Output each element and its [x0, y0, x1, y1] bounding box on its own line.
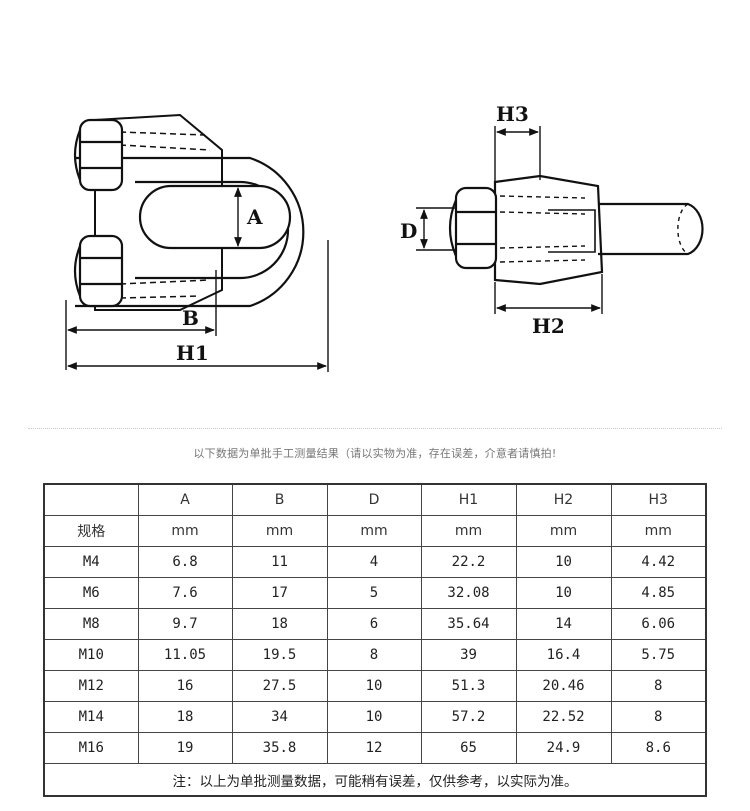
spec-cell: M12 [43, 670, 139, 702]
value-cell-h2: 14 [515, 608, 612, 640]
spec-table: A B D H1 H2 H3 规格 mm mm mm mm mm mm M4 6… [43, 483, 707, 797]
unit-cell: mm [515, 515, 612, 547]
measurement-note: 以下数据为单批手工测量结果（请以实物为准，存在误差，介意者请慎拍! [193, 447, 557, 460]
table-footnote-row: 注：以上为单批测量数据，可能稍有误差，仅供参考，以实际为准。 [43, 763, 707, 797]
table-row: M4 6.8 11 4 22.2 10 4.42 [43, 546, 707, 578]
clip-side-view [448, 174, 704, 286]
value-cell-h2: 10 [515, 546, 612, 578]
value-cell-d: 5 [326, 577, 422, 609]
value-cell-b: 34 [231, 701, 328, 733]
dimension-h3 [494, 126, 541, 186]
value-cell-a: 11.05 [137, 639, 233, 671]
value-cell-h1: 51.3 [420, 670, 517, 702]
table-units-row: 规格 mm mm mm mm mm mm [43, 515, 707, 547]
value-cell-h2: 10 [515, 577, 612, 609]
value-cell-h3: 6.06 [610, 608, 707, 640]
spec-cell: M10 [43, 639, 139, 671]
dimension-a [232, 185, 252, 249]
header-cell-b: B [231, 483, 328, 516]
unit-cell: mm [326, 515, 422, 547]
label-h1: H1 [176, 341, 209, 365]
value-cell-d: 6 [326, 608, 422, 640]
table-row: M12 16 27.5 10 51.3 20.46 8 [43, 670, 707, 702]
unit-cell: mm [420, 515, 517, 547]
value-cell-h2: 24.9 [515, 732, 612, 764]
value-cell-b: 27.5 [231, 670, 328, 702]
dimension-d [416, 207, 456, 251]
spec-cell: M14 [43, 701, 139, 733]
value-cell-h2: 22.52 [515, 701, 612, 733]
value-cell-h1: 65 [420, 732, 517, 764]
value-cell-h1: 22.2 [420, 546, 517, 578]
unit-cell: mm [231, 515, 328, 547]
dimension-b [65, 270, 217, 370]
label-a: A [246, 205, 263, 229]
table-row: M8 9.7 18 6 35.64 14 6.06 [43, 608, 707, 640]
spec-cell: M16 [43, 732, 139, 764]
header-cell-d: D [326, 483, 422, 516]
wire-rope-clip-diagram: A B H1 H3 [65, 102, 704, 372]
header-cell-a: A [137, 483, 233, 516]
value-cell-b: 11 [231, 546, 328, 578]
table-row: M14 18 34 10 57.2 22.52 8 [43, 701, 707, 733]
value-cell-a: 6.8 [137, 546, 233, 578]
header-cell-h1: H1 [420, 483, 517, 516]
value-cell-a: 9.7 [137, 608, 233, 640]
value-cell-h3: 8 [610, 701, 707, 733]
dimension-h2 [494, 274, 603, 314]
value-cell-d: 10 [326, 670, 422, 702]
table-row: M16 19 35.8 12 65 24.9 8.6 [43, 732, 707, 764]
table-row: M10 11.05 19.5 8 39 16.4 5.75 [43, 639, 707, 671]
table-row: M6 7.6 17 5 32.08 10 4.85 [43, 577, 707, 609]
value-cell-b: 35.8 [231, 732, 328, 764]
value-cell-h1: 35.64 [420, 608, 517, 640]
header-cell-h3: H3 [610, 483, 707, 516]
value-cell-a: 7.6 [137, 577, 233, 609]
value-cell-d: 10 [326, 701, 422, 733]
value-cell-h1: 57.2 [420, 701, 517, 733]
label-b: B [182, 306, 199, 330]
clip-front-view [73, 113, 305, 311]
header-cell-empty [43, 483, 139, 516]
value-cell-h3: 4.85 [610, 577, 707, 609]
value-cell-b: 19.5 [231, 639, 328, 671]
header-cell-h2: H2 [515, 483, 612, 516]
value-cell-a: 16 [137, 670, 233, 702]
value-cell-h3: 8.6 [610, 732, 707, 764]
value-cell-h1: 39 [420, 639, 517, 671]
value-cell-h2: 16.4 [515, 639, 612, 671]
label-h2: H2 [532, 314, 565, 338]
spec-cell: M6 [43, 577, 139, 609]
value-cell-b: 17 [231, 577, 328, 609]
value-cell-b: 18 [231, 608, 328, 640]
table-header-row: A B D H1 H2 H3 [43, 483, 707, 516]
value-cell-d: 12 [326, 732, 422, 764]
dimension-h1 [67, 240, 329, 372]
spec-cell: M8 [43, 608, 139, 640]
value-cell-a: 19 [137, 732, 233, 764]
value-cell-d: 8 [326, 639, 422, 671]
unit-cell: mm [610, 515, 707, 547]
units-row-label: 规格 [43, 515, 139, 547]
value-cell-h3: 8 [610, 670, 707, 702]
value-cell-a: 18 [137, 701, 233, 733]
value-cell-h3: 4.42 [610, 546, 707, 578]
spec-cell: M4 [43, 546, 139, 578]
separator [28, 428, 722, 429]
label-d: D [400, 219, 417, 243]
label-h3: H3 [496, 102, 529, 126]
table-footnote: 注：以上为单批测量数据，可能稍有误差，仅供参考，以实际为准。 [43, 763, 707, 797]
unit-cell: mm [137, 515, 233, 547]
value-cell-h2: 20.46 [515, 670, 612, 702]
value-cell-h1: 32.08 [420, 577, 517, 609]
value-cell-h3: 5.75 [610, 639, 707, 671]
value-cell-d: 4 [326, 546, 422, 578]
